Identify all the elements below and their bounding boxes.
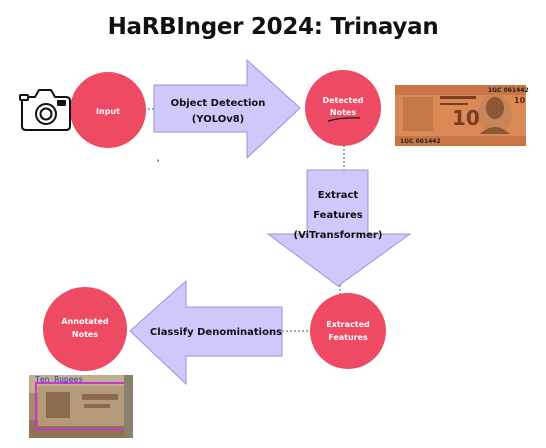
camera-icon: [19, 89, 71, 131]
banknote-image: 10 10 1GC 061442 1GC 061442: [395, 85, 529, 146]
page-title: HaRBInger 2024: Trinayan: [107, 14, 439, 40]
classify-arrow: [129, 279, 283, 386]
annotated-label-2: Notes: [72, 330, 98, 339]
extract-features-arrow: [266, 169, 412, 287]
extracted-label-2: Features: [328, 333, 368, 342]
annotated-label-1: Annotated: [61, 317, 109, 326]
extracted-label-1: Extracted: [326, 320, 370, 329]
extract-label-2: Features: [313, 210, 363, 221]
annotation-label: Ten Rupees: [35, 375, 83, 384]
detected-label-2: Notes: [330, 108, 356, 117]
banknote-corner-denomination: 10: [514, 96, 526, 105]
annotated-note-image: Ten Rupees: [29, 375, 133, 438]
detected-label-1: Detected: [322, 96, 363, 105]
classify-label: Classify Denominations: [150, 327, 282, 338]
extracted-features-node: [310, 293, 386, 369]
banknote-serial-top: 1GC 061442: [488, 87, 529, 94]
extract-label-3: (ViTransformer): [294, 230, 383, 241]
detected-notes-node: [305, 70, 381, 146]
banknote-denomination: 10: [452, 106, 480, 130]
object-detection-arrow: [153, 58, 301, 160]
detection-label-2: (YOLOv8): [192, 114, 245, 125]
extract-label-1: Extract: [318, 190, 359, 201]
detection-label-1: Object Detection: [171, 98, 266, 109]
banknote-serial-bottom: 1GC 061442: [400, 138, 441, 145]
stray-mark: ˃: [156, 158, 160, 168]
underline-mark: [327, 117, 361, 122]
annotated-notes-node: [43, 287, 127, 371]
input-node-label: Input: [96, 107, 120, 116]
input-node: [70, 72, 146, 148]
